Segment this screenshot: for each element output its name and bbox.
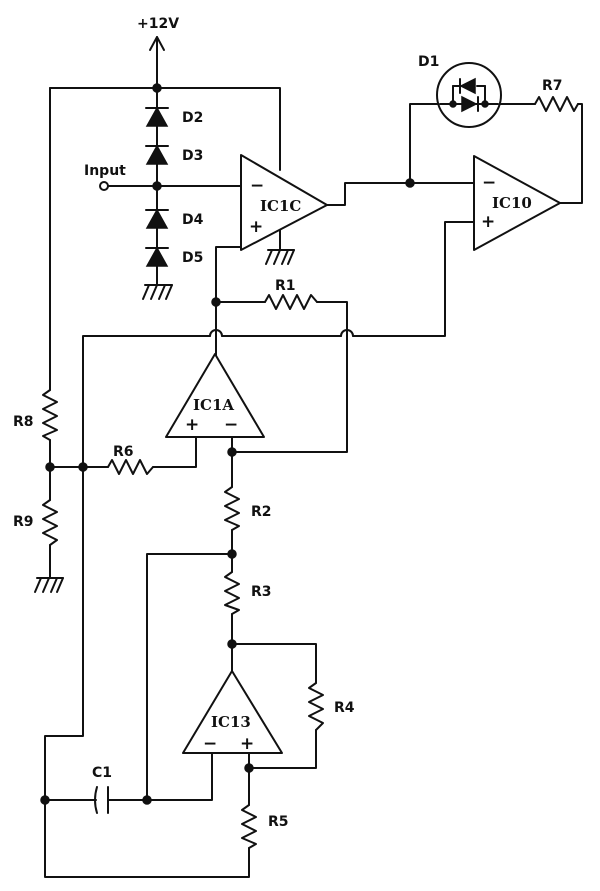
- diode-d4: D4: [145, 208, 204, 229]
- supply-terminal: +12V: [137, 16, 179, 51]
- junction-dot: [78, 462, 88, 472]
- ground-symbol: [142, 284, 173, 300]
- junction-dot: [405, 178, 415, 188]
- resistor-r4: R4: [308, 682, 355, 731]
- ic1c-label: IC1C: [260, 197, 301, 215]
- junction-dot: [211, 297, 221, 307]
- ic1c-minus-sign: −: [250, 176, 264, 196]
- wires: [44, 36, 583, 878]
- junction-dot: [152, 83, 162, 93]
- junction-dot: [40, 795, 50, 805]
- capacitor-c1-label: C1: [92, 765, 112, 781]
- capacitor-c1: C1: [92, 765, 112, 814]
- junction-dot: [142, 795, 152, 805]
- ground-symbol: [265, 249, 295, 265]
- ic10-label: IC10: [492, 194, 532, 212]
- resistor-r8-label: R8: [13, 414, 34, 430]
- resistor-r5: R5: [241, 804, 289, 849]
- resistor-r7-label: R7: [542, 78, 563, 94]
- supply-label: +12V: [137, 16, 179, 32]
- junction-dot: [152, 181, 162, 191]
- diode-d1: D1: [418, 54, 502, 128]
- ic10-minus-sign: −: [482, 173, 496, 193]
- diode-d2: D2: [145, 106, 203, 127]
- resistor-r6-label: R6: [113, 444, 134, 460]
- ic13-minus-sign: −: [203, 734, 217, 754]
- junction-dot: [227, 639, 237, 649]
- resistor-r3: R3: [224, 571, 272, 615]
- junction-dots: [40, 83, 415, 805]
- resistor-r1: R1: [264, 278, 318, 310]
- ic1c-plus-sign: +: [249, 217, 263, 237]
- input-label: Input: [84, 163, 126, 179]
- resistor-r1-label: R1: [275, 278, 296, 294]
- input-terminal: Input: [84, 163, 126, 191]
- opamp-ic1c: − + IC1C: [240, 154, 328, 251]
- ic13-label: IC13: [211, 713, 251, 731]
- diode-d3: D3: [145, 144, 203, 165]
- junction-dot: [227, 447, 237, 457]
- ic1a-label: IC1A: [193, 396, 234, 414]
- resistor-r4-label: R4: [334, 700, 355, 716]
- resistor-r5-label: R5: [268, 814, 289, 830]
- diode-d1-label: D1: [418, 54, 439, 70]
- resistor-r9: R9: [13, 499, 58, 546]
- resistor-r8: R8: [13, 389, 58, 441]
- diode-d5-label: D5: [182, 250, 203, 266]
- diode-d3-label: D3: [182, 148, 203, 164]
- opamp-ic13: − + IC13: [182, 670, 283, 754]
- diode-d2-label: D2: [182, 110, 203, 126]
- resistor-r9-label: R9: [13, 514, 34, 530]
- ic1a-minus-sign: −: [224, 415, 238, 435]
- resistor-r7: R7: [534, 78, 579, 112]
- resistor-r3-label: R3: [251, 584, 272, 600]
- junction-dot: [45, 462, 55, 472]
- opamp-ic10: − + IC10: [473, 155, 561, 251]
- resistor-r2: R2: [224, 486, 272, 531]
- ic13-plus-sign: +: [240, 734, 254, 754]
- ic10-plus-sign: +: [481, 212, 495, 232]
- wire-crossovers: [209, 323, 354, 337]
- resistor-r2-label: R2: [251, 504, 272, 520]
- diode-d5: D5: [145, 246, 203, 267]
- junction-dot: [227, 549, 237, 559]
- resistor-r6: R6: [107, 444, 154, 475]
- opamp-ic1a: + − IC1A: [165, 353, 265, 438]
- ground-symbol: [34, 577, 64, 593]
- junction-dot: [244, 763, 254, 773]
- ic1a-plus-sign: +: [185, 415, 199, 435]
- diode-d4-label: D4: [182, 212, 204, 228]
